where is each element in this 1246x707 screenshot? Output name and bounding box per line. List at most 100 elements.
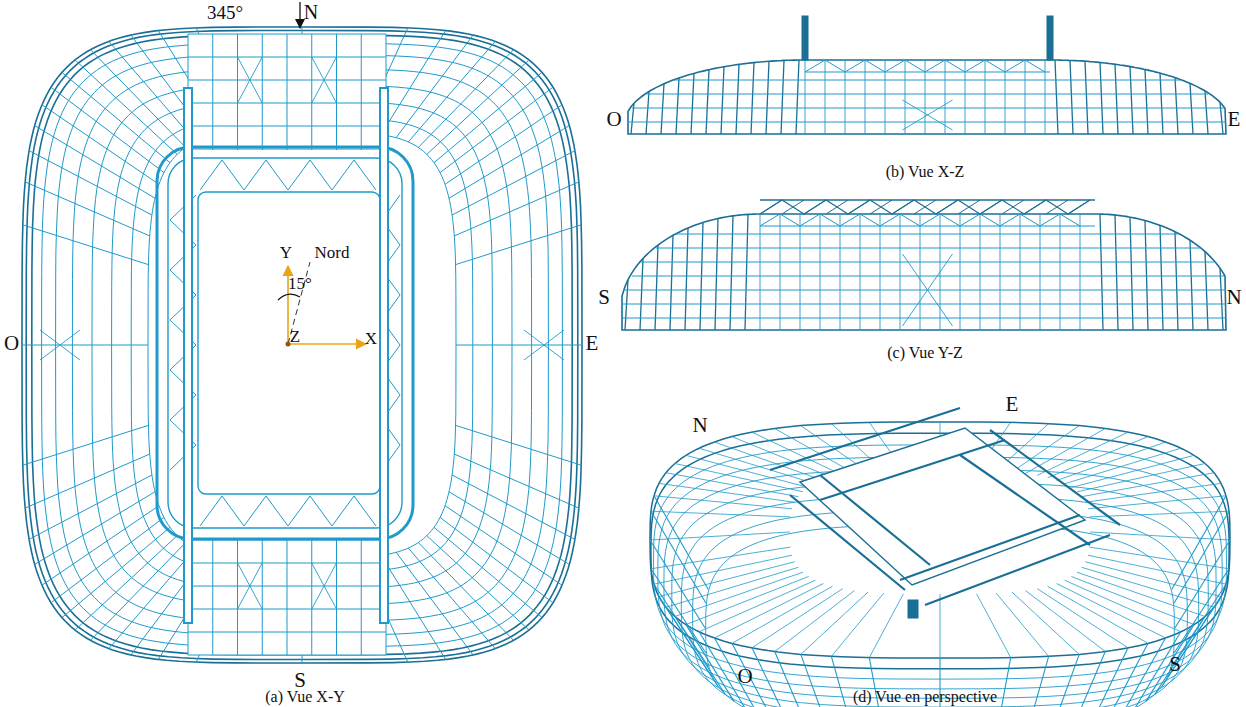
frame-member: [1068, 200, 1090, 214]
frame-member: [212, 540, 213, 655]
wind-arrow: [299, 2, 300, 28]
frame-member: [820, 214, 821, 330]
frame-member: [75, 60, 177, 154]
frame-member: [212, 34, 213, 150]
origin-dot: [286, 342, 291, 347]
frame-member: [903, 254, 953, 326]
frame-member: [456, 225, 582, 265]
frame-member: [760, 225, 1095, 226]
frame-member: [1040, 214, 1041, 330]
mast: [1047, 16, 1053, 60]
frame-member: [188, 57, 386, 58]
frame-member: [640, 262, 1214, 263]
elevation-yz: [622, 200, 1226, 330]
frame-member: [1000, 214, 1001, 330]
frame-member: [699, 448, 815, 484]
frame-member: [654, 496, 708, 590]
stand-ground: [188, 540, 386, 655]
frame-member: [109, 548, 196, 649]
frame-member: [1082, 473, 1214, 497]
angle-arc: [278, 294, 300, 300]
frame-member: [1190, 83, 1193, 134]
frame-member: [721, 67, 724, 134]
subfigure-caption: (b) Vue X-Z: [886, 164, 965, 180]
frame-member: [1172, 496, 1226, 590]
frame-member: [1089, 547, 1229, 569]
frame-member: [524, 330, 564, 360]
subfigure-caption: (a) Vue X-Y: [265, 689, 345, 705]
frame-member: [1025, 428, 1105, 473]
frame-member: [655, 245, 658, 330]
frame-member: [780, 214, 781, 330]
frame-member: [1115, 215, 1118, 330]
frame-member: [651, 547, 791, 569]
frame-member: [760, 214, 1080, 226]
frame-member: [445, 506, 562, 586]
frame-member: [691, 73, 694, 134]
frame-member: [1175, 78, 1178, 134]
frame-member: [775, 591, 855, 652]
frame-member: [1082, 567, 1214, 607]
frame-member: [1037, 589, 1128, 648]
frame-member: [449, 126, 569, 199]
wind-angle: 345°: [207, 3, 243, 22]
frame-member: [676, 234, 1178, 235]
frame-member: [1046, 200, 1068, 214]
frame-member: [262, 34, 263, 150]
frame-member: [826, 200, 848, 214]
compass-letter: N: [304, 2, 318, 22]
compass-letter: S: [598, 287, 610, 308]
frame-member: [674, 80, 1180, 81]
frame-member: [732, 437, 832, 478]
frame-member: [892, 200, 914, 214]
frame-member: [1055, 60, 1058, 134]
frame-member: [848, 200, 870, 214]
compass-letter: O: [606, 109, 621, 130]
frame-member: [752, 432, 843, 475]
frame-member: [977, 594, 1011, 658]
frame-member: [646, 94, 1208, 95]
frame-member: [985, 60, 986, 134]
frame-member: [62, 527, 170, 617]
frame-member: [42, 105, 159, 185]
frame-member: [770, 408, 960, 470]
frame-member: [1135, 632, 1181, 707]
frame-member: [238, 57, 263, 103]
frame-member: [965, 60, 966, 134]
frame-member: [1048, 586, 1148, 643]
frame-member: [646, 92, 649, 134]
compass-letter: E: [586, 333, 599, 354]
frame-member: [925, 535, 1110, 605]
frame-member: [445, 105, 562, 185]
frame-member: [706, 70, 709, 134]
frame-member: [925, 60, 926, 134]
frame-member: [782, 200, 804, 214]
frame-member: [1162, 607, 1214, 686]
frame-member: [1174, 511, 1229, 603]
frame-member: [796, 60, 799, 134]
frame-member: [29, 475, 152, 539]
frame-member: [1024, 200, 1046, 214]
frame-member: [454, 454, 579, 508]
frame-member: [1085, 61, 1088, 134]
frame-member: [945, 60, 946, 134]
axis-label: X: [365, 330, 377, 347]
frame-member: [1123, 638, 1166, 707]
frame-member: [35, 492, 155, 565]
frame-member: [1220, 102, 1223, 134]
frame-member: [1057, 584, 1166, 639]
frame-member: [40, 330, 80, 360]
frame-member: [90, 543, 185, 641]
frame-member: [112, 102, 493, 588]
frame-member: [651, 511, 791, 517]
frame-member: [760, 214, 761, 330]
frame-member: [22, 345, 148, 346]
frame-member: [456, 345, 582, 346]
frame-member: [396, 552, 473, 655]
frame-member: [625, 280, 628, 330]
frame-member: [312, 57, 337, 103]
frame-member: [940, 594, 941, 658]
frame-member: [90, 50, 185, 148]
frame-member: [1090, 532, 1230, 540]
